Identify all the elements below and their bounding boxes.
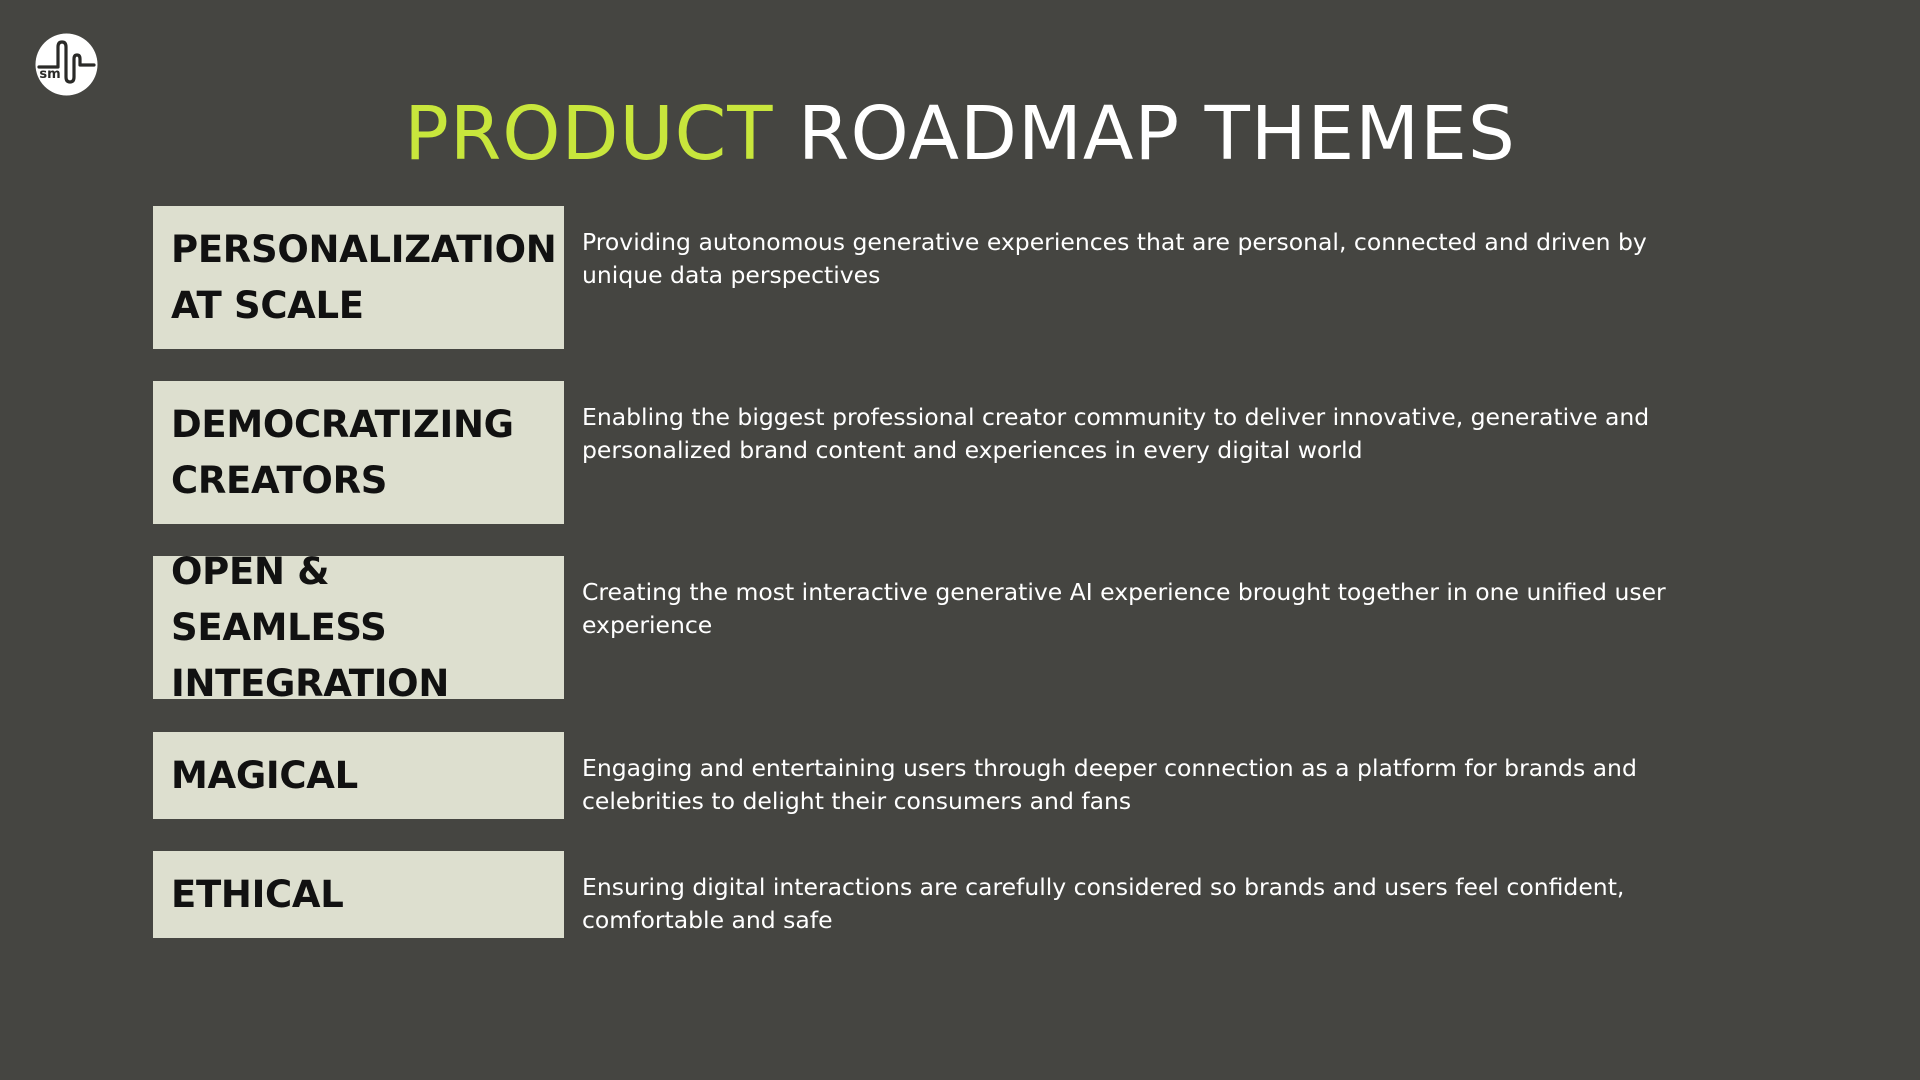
theme-description: Ensuring digital interactions are carefu…	[582, 873, 1625, 934]
title-accent: PRODUCT	[404, 91, 774, 177]
page-title: PRODUCT ROADMAP THEMES	[0, 88, 1920, 180]
theme-label: PERSONALIZATION AT SCALE	[171, 227, 557, 327]
title-rest: ROADMAP THEMES	[773, 91, 1516, 177]
theme-description: Creating the most interactive generative…	[582, 578, 1666, 639]
theme-label: ETHICAL	[171, 872, 344, 916]
theme-label: DEMOCRATIZING CREATORS	[171, 402, 514, 502]
theme-label: MAGICAL	[171, 753, 358, 797]
sm-logo-icon: sm	[35, 33, 98, 96]
theme-box: ETHICAL	[153, 851, 564, 938]
theme-box: MAGICAL	[153, 732, 564, 819]
theme-description: Engaging and entertaining users through …	[582, 754, 1637, 815]
theme-description: Providing autonomous generative experien…	[582, 228, 1647, 289]
theme-box: DEMOCRATIZING CREATORS	[153, 381, 564, 524]
logo-text: sm	[39, 67, 60, 82]
theme-box: PERSONALIZATION AT SCALE	[153, 206, 564, 349]
theme-description: Enabling the biggest professional creato…	[582, 403, 1650, 464]
theme-box: OPEN & SEAMLESS INTEGRATION	[153, 550, 564, 705]
theme-label: OPEN & SEAMLESS INTEGRATION	[171, 549, 449, 705]
